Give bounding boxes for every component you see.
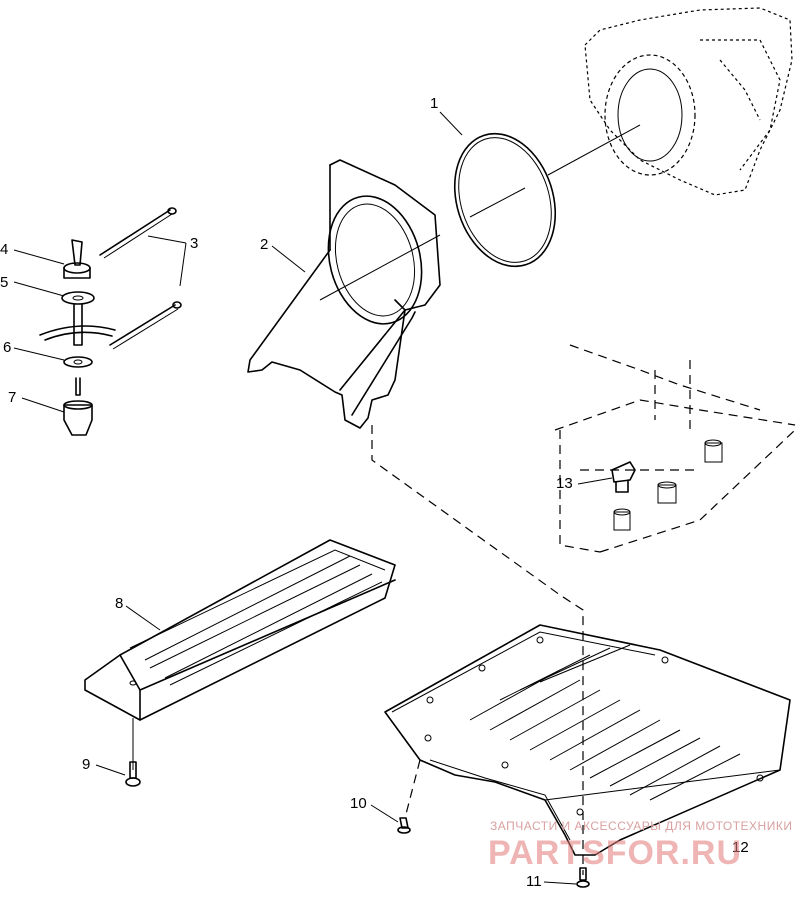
engine-housing: [584, 7, 793, 196]
bolt-part-9: [125, 761, 141, 787]
callout-9: 9: [82, 756, 90, 773]
o-ring-part-1: [453, 132, 557, 268]
callout-6: 6: [3, 339, 11, 356]
callout-13: 13: [556, 475, 573, 492]
bolt-part-11: [576, 867, 590, 888]
duct-bracket-part-2: [247, 159, 441, 429]
watermark: ЗАПЧАСТИ И АКСЕССУАРЫ ДЛЯ МОТОТЕХНИКИ PA…: [488, 819, 792, 872]
callouts: 1 2 3 4 5 6 7 8 9 10 11 12 13: [0, 95, 749, 890]
watermark-brand: PARTSFOR.RU: [488, 834, 742, 872]
grommet-stack-parts-4-7: [39, 239, 116, 436]
watermark-tagline: ЗАПЧАСТИ И АКСЕССУАРЫ ДЛЯ МОТОТЕХНИКИ: [490, 819, 792, 833]
frame-outline: [554, 344, 796, 553]
pad-part-8: [84, 539, 396, 721]
callout-11: 11: [526, 873, 542, 890]
skid-plate-part-12: [384, 624, 791, 856]
callout-7: 7: [8, 389, 16, 406]
callout-1: 1: [430, 95, 438, 112]
callout-10: 10: [350, 795, 367, 812]
skid-plate-ribs: [469, 644, 741, 801]
callout-4: 4: [0, 241, 8, 258]
callout-12: 12: [732, 839, 749, 856]
callout-3: 3: [190, 235, 198, 252]
callout-5: 5: [0, 274, 8, 291]
callout-8: 8: [115, 595, 123, 612]
bolt-part-10: [397, 817, 411, 834]
callout-2: 2: [260, 236, 268, 253]
grommet-part-13: [611, 461, 636, 493]
leader-lines: [13, 111, 613, 885]
bolts-part-3: [99, 207, 182, 350]
